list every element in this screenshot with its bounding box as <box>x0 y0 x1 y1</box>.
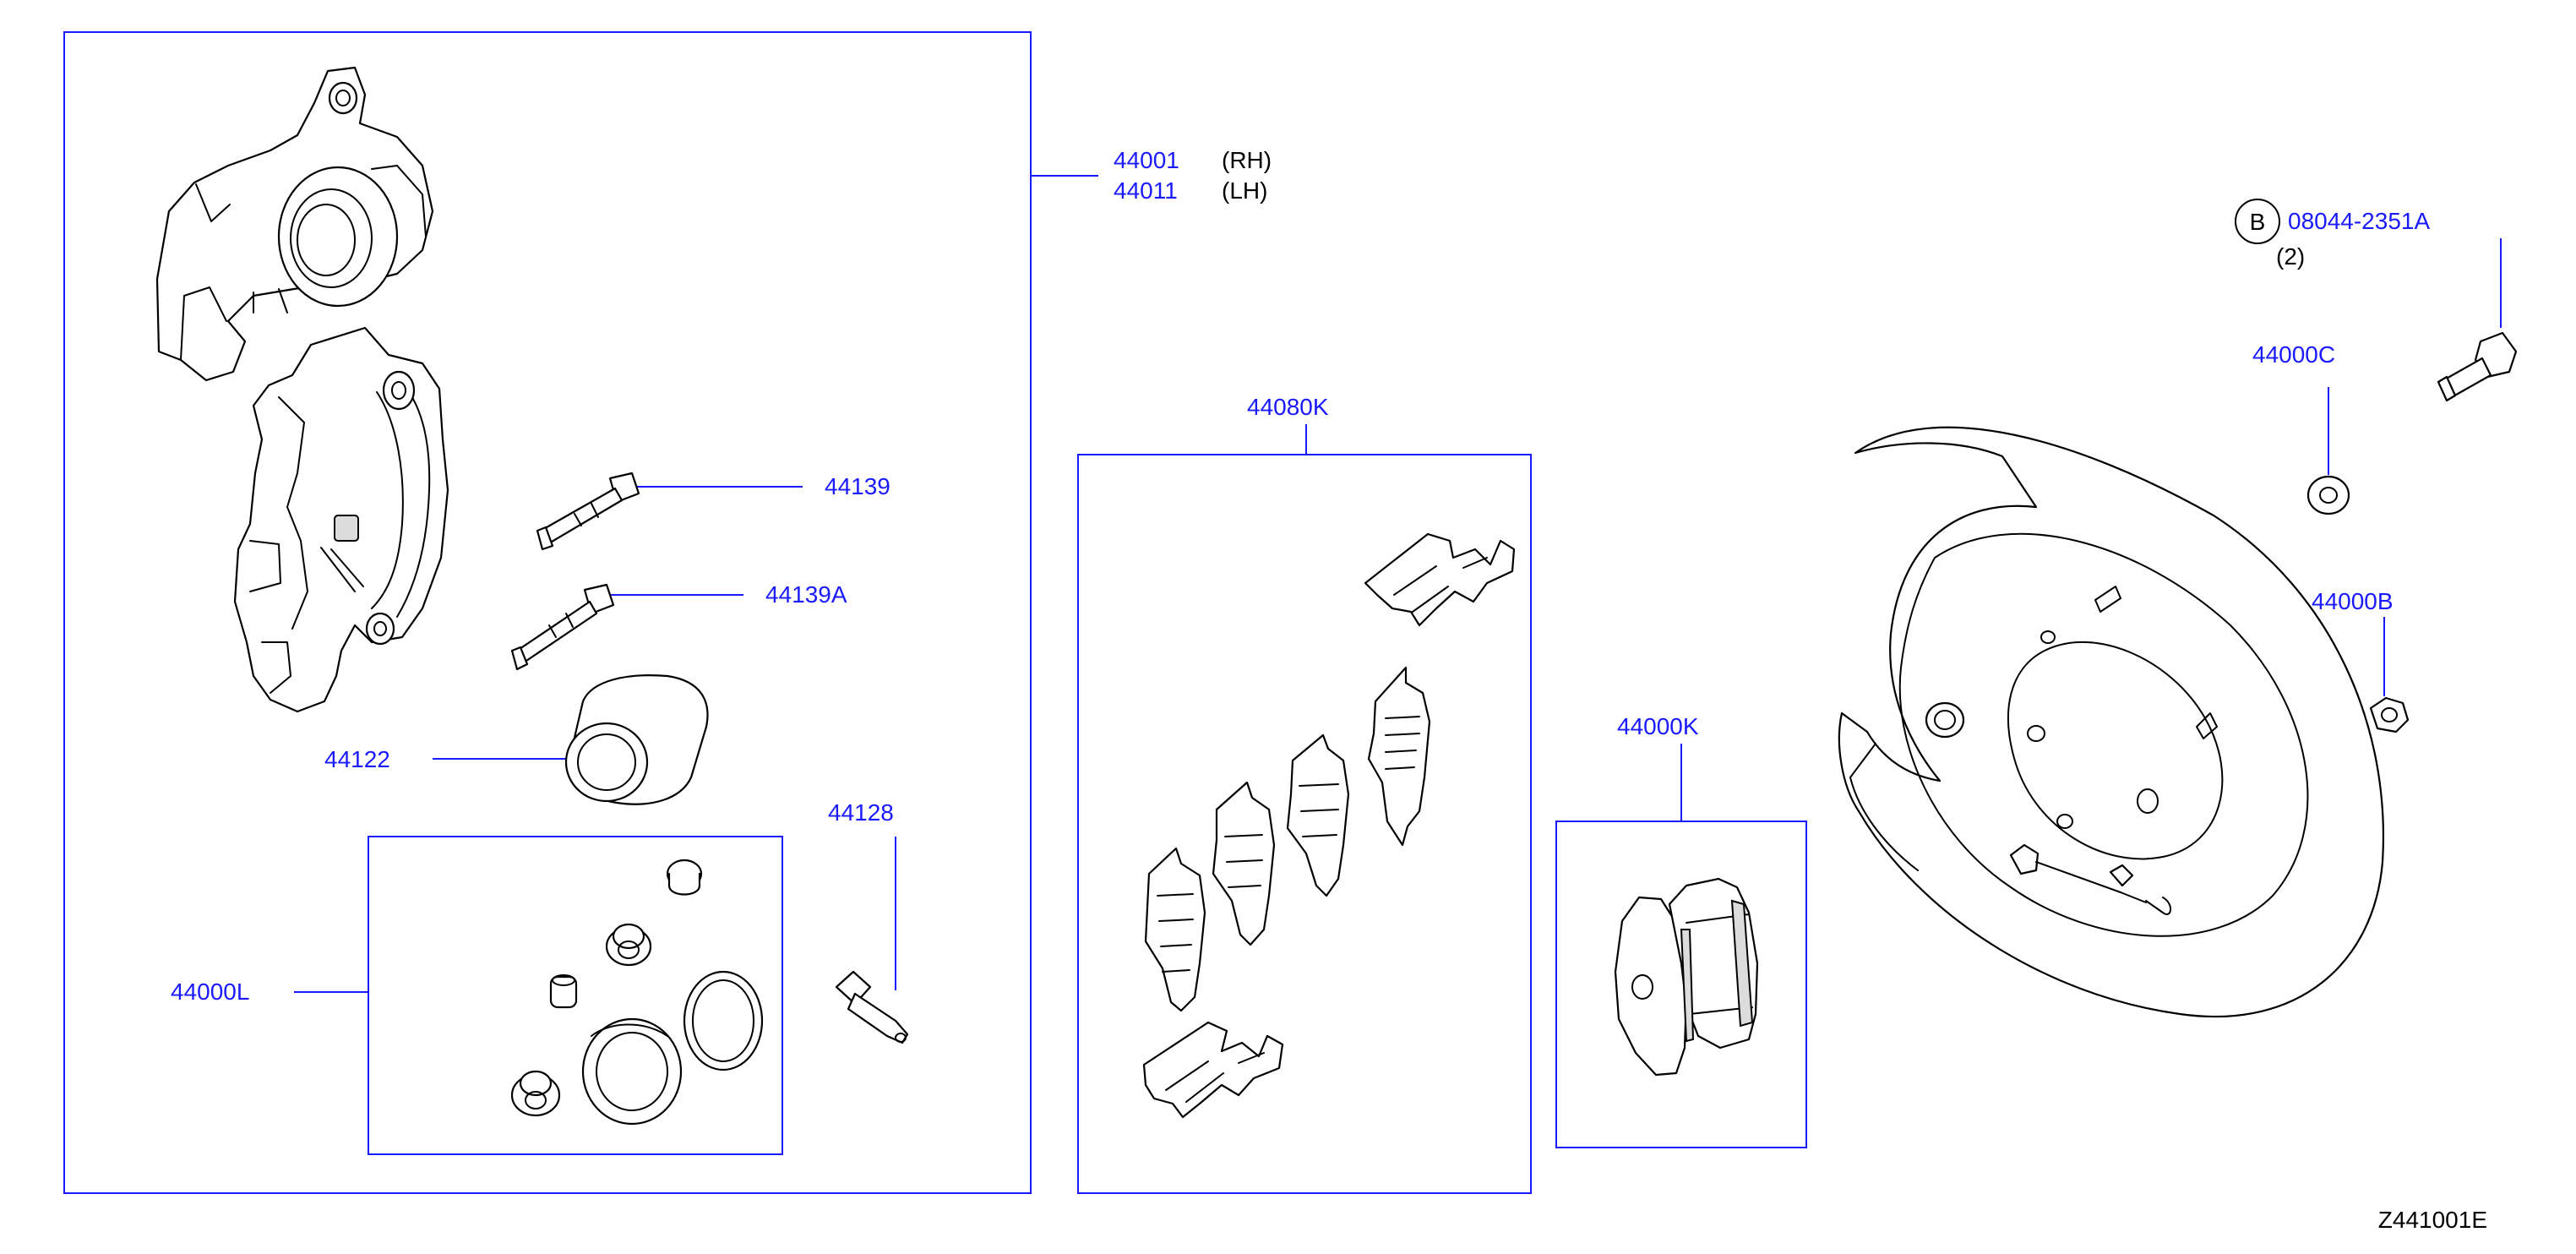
caliper-bracket-drawing[interactable] <box>233 326 449 713</box>
label-seal-kit[interactable]: 44000L <box>171 979 249 1005</box>
label-caliper-rh[interactable]: 44001 <box>1114 147 1179 173</box>
label-bolt[interactable]: 08044-2351A <box>2288 208 2430 234</box>
washer-drawing[interactable] <box>2306 475 2350 515</box>
label-pin-bolt[interactable]: 44139 <box>825 473 890 499</box>
bolt-reference-circle <box>2235 199 2280 244</box>
pad-hardware-frame <box>1077 454 1532 1194</box>
label-bleeder[interactable]: 44128 <box>828 799 894 826</box>
label-bolt-qty: (2) <box>2276 243 2305 270</box>
label-caliper-lh[interactable]: 44011 <box>1114 177 1178 204</box>
label-piston[interactable]: 44122 <box>324 746 390 772</box>
bleeder-drawing[interactable] <box>835 970 909 1044</box>
label-pin-bolt-a[interactable]: 44139A <box>765 581 847 608</box>
pin-bolt-a-drawing[interactable] <box>510 583 615 671</box>
seal-kit-frame <box>368 836 783 1155</box>
label-nut[interactable]: 44000B <box>2312 588 2394 614</box>
diagram-id: Z441001E <box>2378 1207 2487 1233</box>
pad-kit-drawing[interactable] <box>1614 877 1759 1077</box>
caliper-body-drawing[interactable] <box>155 66 434 382</box>
label-washer[interactable]: 44000C <box>2252 341 2335 368</box>
dust-shield-drawing[interactable] <box>1838 426 2384 1018</box>
bolt-reference-letter: B <box>2250 209 2266 235</box>
bolt-drawing[interactable] <box>2437 331 2518 402</box>
pad-hardware-drawing[interactable] <box>1142 532 1516 1119</box>
piston-drawing[interactable] <box>564 674 709 805</box>
label-pad-hardware[interactable]: 44080K <box>1247 394 1329 420</box>
label-caliper-rh-side: (RH) <box>1222 147 1272 173</box>
caliper-assembly-frame <box>63 31 1032 1194</box>
pin-bolt-drawing[interactable] <box>536 472 640 551</box>
label-caliper-lh-side: (LH) <box>1222 177 1267 204</box>
nut-drawing[interactable] <box>2369 696 2410 733</box>
label-pad-kit[interactable]: 44000K <box>1617 713 1699 739</box>
seal-kit-drawing[interactable] <box>510 859 764 1126</box>
